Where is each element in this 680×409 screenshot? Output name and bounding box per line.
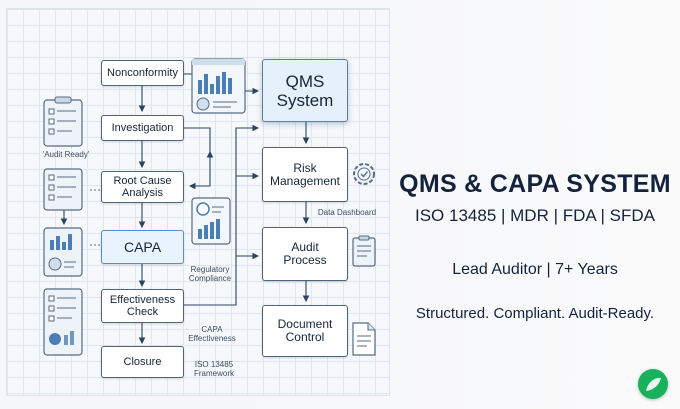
role-line: Lead Auditor | 7+ Years (452, 261, 618, 278)
iso-framework-note: ISO 13485 Framework (193, 360, 234, 378)
standards-line: ISO 13485 | MDR | FDA | SFDA (415, 206, 655, 225)
headline-title: QMS & CAPA SYSTEM (399, 170, 671, 198)
gear-check-icon (353, 163, 375, 185)
data-dashboard-note: Data Dashboard (317, 208, 377, 217)
document-icon (352, 322, 376, 356)
checklist-clipboard-icon (43, 168, 83, 211)
effectiveness-check-box: Effectiveness Check (101, 289, 184, 323)
bar-chart-report-icon (43, 227, 83, 277)
audit-process-box: Audit Process (262, 227, 348, 281)
tagline: Structured. Compliant. Audit-Ready. (415, 305, 655, 322)
clipboard-icon (352, 235, 376, 267)
investigation-box: Investigation (101, 115, 184, 141)
risk-management-box: Risk Management (262, 147, 348, 202)
document-control-box: Document Control (262, 305, 348, 357)
qms-system-box: QMS System (262, 59, 348, 122)
root-cause-analysis-box: Root Cause Analysis (101, 171, 184, 203)
capa-box: CAPA (101, 230, 184, 264)
checklist-clipboard-icon (43, 96, 83, 147)
regulatory-compliance-note: Regulatory Compliance (188, 265, 232, 283)
capa-effectiveness-note: CAPA Effectiveness (188, 325, 236, 343)
checklist-report-icon (43, 288, 83, 356)
audit-ready-note: 'Audit Ready' (42, 150, 90, 159)
green-logo-icon (638, 369, 668, 399)
dashboard-chart-icon (191, 58, 246, 114)
closure-box: Closure (101, 346, 184, 378)
compliance-dashboard-icon (191, 197, 231, 245)
nonconformity-box: Nonconformity (101, 60, 184, 86)
